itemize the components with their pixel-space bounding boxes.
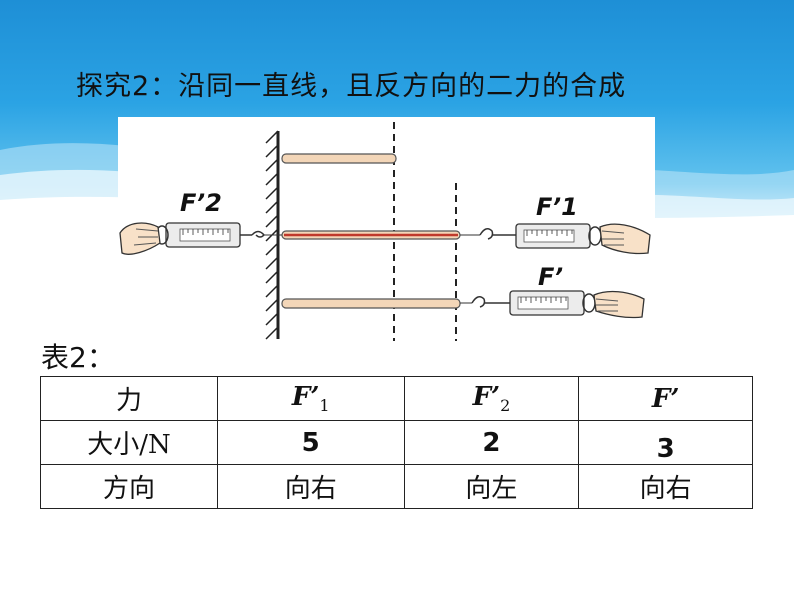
header-f2-main: F’ xyxy=(472,382,501,412)
spring-scale-right-bottom xyxy=(460,290,596,316)
spring-scale-left xyxy=(155,222,282,248)
hand-left-icon xyxy=(119,222,161,255)
direction-f2: 向左 xyxy=(403,464,580,509)
direction-f-resultant: 向右 xyxy=(578,464,753,509)
size-f1: 5 xyxy=(216,420,405,465)
header-f1-sub: 1 xyxy=(319,396,330,415)
table-row-direction: 方向 向右 向左 向右 xyxy=(40,464,753,509)
label-f-prime-2: F’2 xyxy=(180,189,222,217)
rubber-band-stretched-one-force xyxy=(281,298,461,309)
table-header-row: 力 F’1 F’2 F’ xyxy=(40,376,753,421)
table-row-size: 大小/N 5 2 3 xyxy=(40,420,753,465)
direction-f1: 向右 xyxy=(216,464,405,509)
header-f2-sub: 2 xyxy=(500,396,511,415)
force-table: 力 F’1 F’2 F’ 大小/N 5 2 3 方向 向右 向左 向右 xyxy=(40,376,753,509)
header-f2: F’2 xyxy=(403,376,580,421)
size-f-resultant-cell: 3 xyxy=(578,420,753,465)
spring-scale-right-top xyxy=(460,223,602,249)
spring-scale-diagram: F’2 F’1 F’ xyxy=(119,122,651,341)
row-size-label: 大小/N xyxy=(40,420,218,465)
experiment-figure: F’2 F’1 F’ xyxy=(118,117,655,341)
wall xyxy=(265,130,280,340)
row-direction-label: 方向 xyxy=(40,464,218,509)
hand-right-top-icon xyxy=(599,223,651,255)
size-f2: 2 xyxy=(403,420,580,465)
header-f1: F’1 xyxy=(216,376,405,421)
slide-title: 探究2：沿同一直线，且反方向的二力的合成 xyxy=(76,71,627,102)
label-f-prime: F’ xyxy=(538,263,563,291)
header-f1-main: F’ xyxy=(291,382,320,412)
label-f-prime-1: F’1 xyxy=(536,193,578,221)
header-force: 力 xyxy=(40,376,218,421)
size-f-resultant: 3 xyxy=(656,433,675,464)
rubber-band-unstretched xyxy=(281,153,397,164)
hand-right-bottom-icon xyxy=(593,290,645,319)
table-title: 表2： xyxy=(41,341,115,374)
header-f-resultant: F’ xyxy=(578,376,753,421)
rubber-band-stretched-two-forces xyxy=(281,230,461,240)
